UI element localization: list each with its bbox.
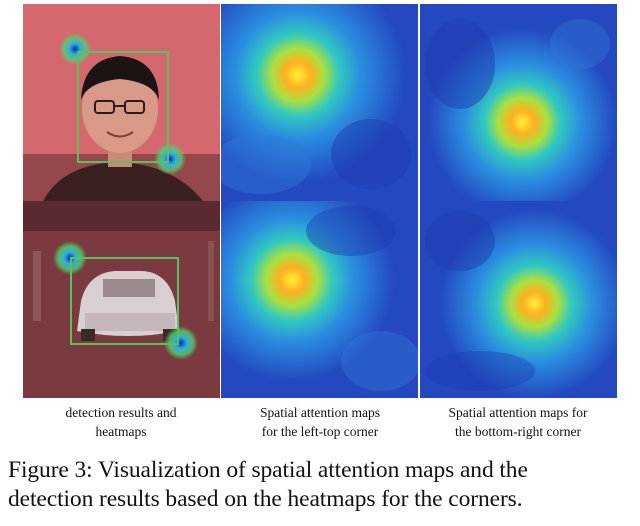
column-label-detection: detection results and heatmaps — [21, 403, 221, 441]
figure-caption: Figure 3: Visualization of spatial atten… — [8, 456, 636, 514]
attention-map-bottom-right-row1 — [420, 4, 617, 201]
car-detection-panel — [23, 201, 220, 398]
column-label-line: Spatial attention maps for — [448, 405, 588, 420]
column-label-line: heatmaps — [95, 424, 147, 439]
column-label-line: the bottom-right corner — [455, 424, 581, 439]
caption-line: Figure 3: Visualization of spatial atten… — [8, 457, 528, 483]
attention-map-bottom-right-row2 — [420, 201, 617, 398]
column-label-line: detection results and — [65, 405, 177, 420]
column-label-line: Spatial attention maps — [260, 405, 380, 420]
attention-map-left-top-row1 — [221, 4, 418, 201]
column-label-left-top: Spatial attention maps for the left-top … — [220, 403, 420, 441]
caption-line: detection results based on the heatmaps … — [8, 486, 523, 512]
face-detection-panel — [23, 4, 220, 201]
column-label-line: for the left-top corner — [261, 424, 379, 439]
attention-map-left-top-row2 — [221, 201, 418, 398]
column-label-bottom-right: Spatial attention maps for the bottom-ri… — [418, 403, 618, 441]
